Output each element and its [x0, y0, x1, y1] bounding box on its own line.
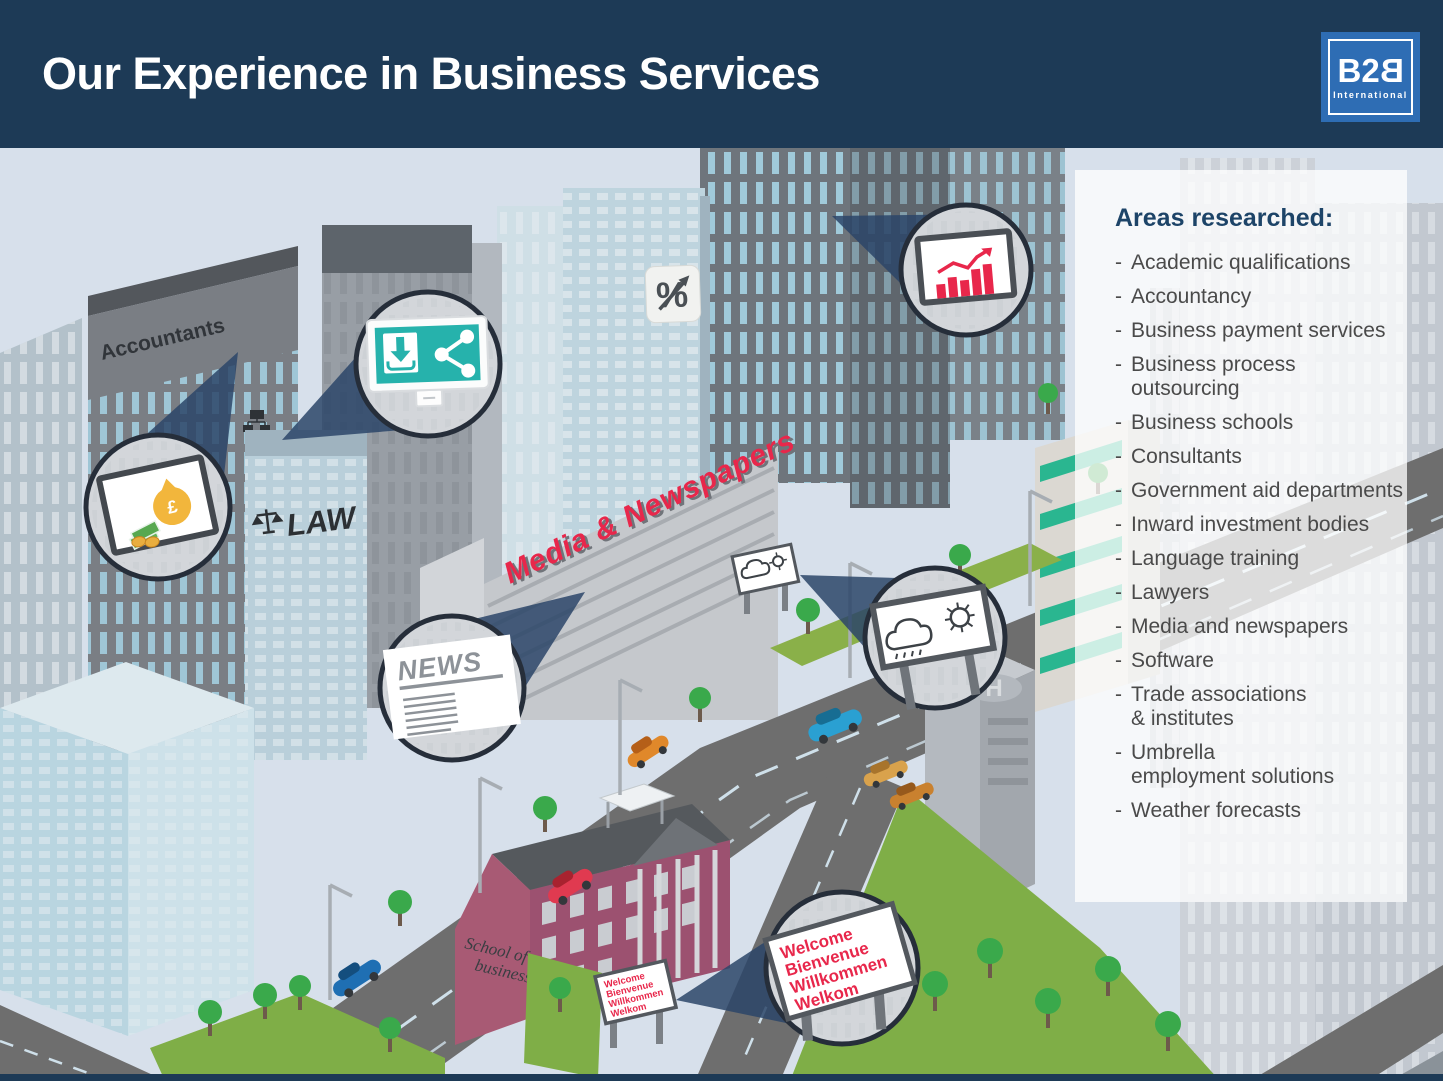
chart-callout	[898, 202, 1034, 338]
percent-growth-sign: %	[644, 264, 702, 324]
panel-heading: Areas researched:	[1115, 204, 1334, 232]
car-blue-dark	[333, 959, 381, 998]
download-icon	[382, 332, 419, 374]
car-tan-2	[889, 782, 934, 810]
weather-billboard-small	[730, 542, 801, 614]
car-tan	[863, 760, 908, 788]
weather-billboard-icon	[869, 583, 998, 710]
car-red	[548, 868, 593, 905]
svg-text:£: £	[165, 496, 179, 518]
page-title: Our Experience in Business Services	[42, 48, 820, 99]
list-item: -Business process outsourcing	[1115, 353, 1296, 400]
money-callout: £	[83, 432, 233, 582]
low-glass-building	[0, 662, 254, 1036]
list-item: -Consultants	[1115, 445, 1242, 468]
share-icon	[434, 329, 476, 378]
welcome-billboard-small: Welcome Bienvenue Willkommen Welkom	[592, 958, 679, 1048]
portico-pediment	[633, 818, 718, 866]
law-building: LAW	[245, 430, 367, 760]
welcome-billboard-icon: Welcome Bienvenue Willkommen Welkom	[762, 900, 918, 1041]
scales-icon	[251, 509, 284, 535]
news-callout: NEWS	[377, 613, 527, 763]
list-item: -Language training	[1115, 547, 1300, 570]
bus-shelter	[598, 783, 676, 828]
monitor-icon	[365, 315, 490, 408]
welcome-callout: Welcome Bienvenue Willkommen Welkom	[762, 889, 921, 1047]
list-item: -Government aid departments	[1115, 479, 1403, 502]
list-item: -Business schools	[1115, 411, 1294, 434]
b2b-logo: B2B International	[1321, 32, 1420, 122]
school-building: School of business	[455, 804, 730, 1045]
list-item: -Business payment services	[1115, 319, 1386, 342]
list-item: -Academic qualifications	[1115, 251, 1351, 274]
orgchart-sign	[243, 410, 270, 432]
list-item: -Software	[1115, 649, 1214, 672]
atm-callout	[353, 289, 503, 439]
left-tower	[0, 318, 82, 728]
list-item: -Trade associations & institutes	[1115, 683, 1307, 730]
list-item: -Lawyers	[1115, 581, 1210, 604]
weather-callout	[862, 565, 1008, 711]
areas-researched-panel: Areas researched: -Academic qualificatio…	[1075, 170, 1407, 902]
bar-chart-icon	[914, 228, 1018, 306]
newspaper-icon: NEWS	[382, 634, 521, 740]
list-item: -Weather forecasts	[1115, 799, 1302, 822]
list-item: -Umbrella employment solutions	[1115, 741, 1335, 788]
car-blue	[808, 707, 862, 744]
chart-building	[700, 148, 950, 508]
glass-towers	[497, 188, 710, 570]
list-item: -Media and newspapers	[1115, 615, 1349, 638]
list-item: -Inward investment bodies	[1115, 513, 1370, 536]
cars	[333, 707, 934, 998]
law-label: LAW	[285, 499, 360, 542]
b2b-logo-frame: B2B International	[1328, 39, 1413, 115]
header-bar: Our Experience in Business Services B2B …	[0, 0, 1443, 148]
b2b-logo-subtext: International	[1333, 90, 1408, 100]
money-icon: £	[128, 478, 192, 551]
footer-bar	[0, 1074, 1443, 1081]
car-orange	[627, 735, 669, 769]
list-item: -Accountancy	[1115, 285, 1252, 308]
b2b-logo-text: B2B	[1337, 52, 1404, 89]
